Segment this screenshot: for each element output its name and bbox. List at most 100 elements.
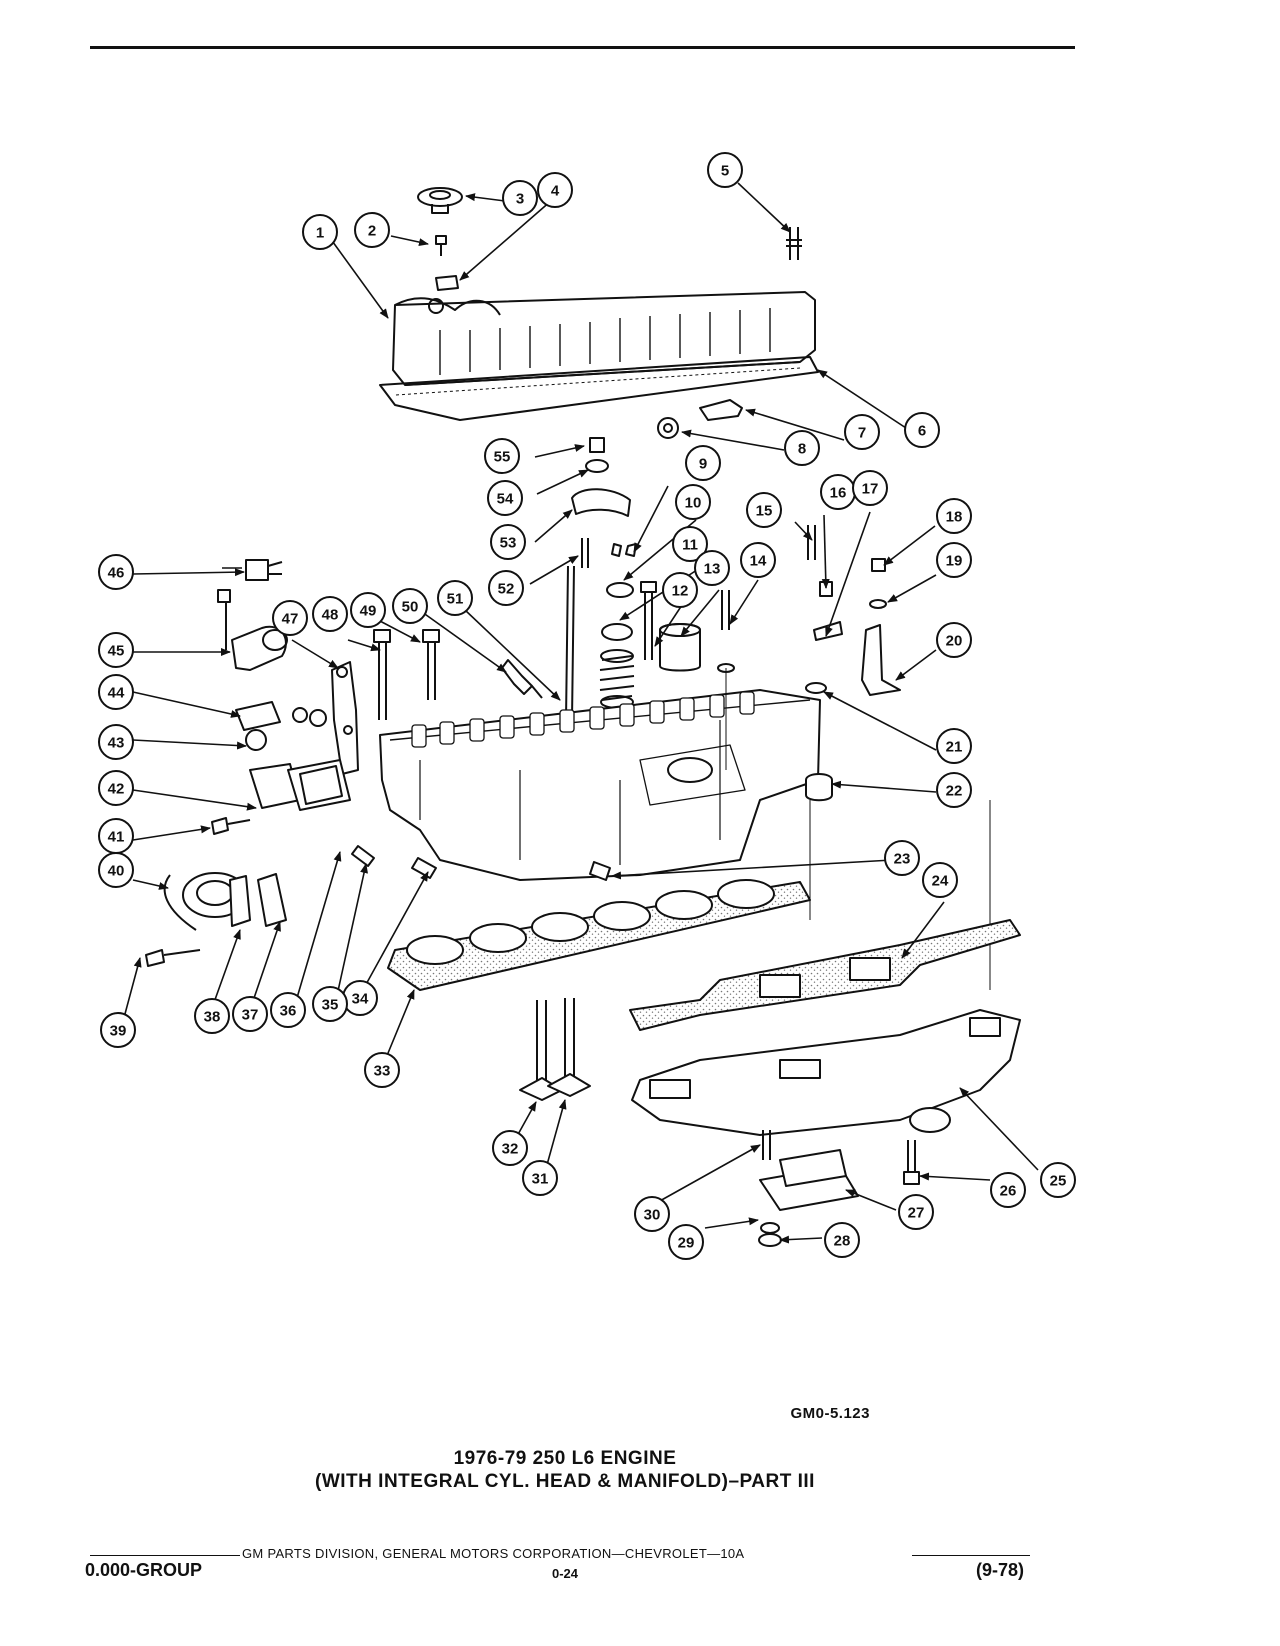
top-rule [90, 46, 1075, 49]
callout-number: 10 [685, 495, 702, 512]
figure-title: 1976-79 250 L6 ENGINE (WITH INTEGRAL CYL… [0, 1447, 1130, 1493]
callout-circle [746, 492, 782, 528]
callout-number: 38 [204, 1009, 221, 1026]
callout-number: 12 [672, 583, 689, 600]
callout-16: 16 [820, 474, 856, 510]
callout-number: 23 [894, 851, 911, 868]
vacuum-switch-46 [245, 559, 283, 581]
callout-14: 14 [740, 542, 776, 578]
callout-number: 7 [858, 425, 866, 442]
callout-45: 45 [98, 632, 134, 668]
callout-number: 36 [280, 1003, 297, 1020]
callout-number: 17 [862, 481, 879, 498]
callout-11: 11 [672, 526, 708, 562]
callout-circle [98, 632, 134, 668]
callout-31: 31 [522, 1160, 558, 1196]
callout-number: 5 [721, 163, 729, 180]
callout-circle [740, 542, 776, 578]
figure-title-line2: (WITH INTEGRAL CYL. HEAD & MANIFOLD)–PAR… [315, 1471, 815, 1492]
callout-22: 22 [936, 772, 972, 808]
callout-number: 21 [946, 739, 963, 756]
callout-number: 37 [242, 1007, 259, 1024]
callout-number: 9 [699, 456, 707, 473]
grommet [657, 417, 679, 439]
footer-division: GM PARTS DIVISION, GENERAL MOTORS CORPOR… [242, 1546, 745, 1561]
callout-43: 43 [98, 724, 134, 760]
callout-circle [100, 1012, 136, 1048]
callout-circle [784, 430, 820, 466]
cylinder-head [379, 689, 821, 881]
callout-number: 13 [704, 561, 721, 578]
callout-46: 46 [98, 554, 134, 590]
callout-circle [936, 772, 972, 808]
callout-28: 28 [824, 1222, 860, 1258]
callout-54: 54 [487, 480, 523, 516]
callout-number: 49 [360, 603, 377, 620]
thermostat-housing-parts [211, 567, 351, 835]
callout-53: 53 [490, 524, 526, 560]
callout-33: 33 [364, 1052, 400, 1088]
callout-number: 41 [108, 829, 125, 846]
stud [786, 227, 802, 260]
callout-circle [392, 588, 428, 624]
spark-plug [501, 659, 543, 699]
callout-36: 36 [270, 992, 306, 1028]
callout-25: 25 [1040, 1162, 1076, 1198]
footer-rule-left [90, 1555, 240, 1556]
callout-34: 34 [342, 980, 378, 1016]
callout-number: 52 [498, 581, 515, 598]
callout-circle [936, 498, 972, 534]
callout-number: 43 [108, 735, 125, 752]
callout-number: 46 [108, 565, 125, 582]
callout-52: 52 [488, 570, 524, 606]
callout-23: 23 [884, 840, 920, 876]
callout-circle [898, 1194, 934, 1230]
callout-number: 39 [110, 1023, 127, 1040]
callout-circle [302, 214, 338, 250]
callout-number: 55 [494, 449, 511, 466]
cover-reinforcement [435, 275, 459, 291]
callout-circle [662, 572, 698, 608]
callout-number: 50 [402, 599, 419, 616]
callout-number: 18 [946, 509, 963, 526]
callout-number: 24 [932, 873, 949, 890]
callout-circle [936, 542, 972, 578]
callout-number: 25 [1050, 1173, 1067, 1190]
callout-circle [936, 622, 972, 658]
callout-circle [98, 554, 134, 590]
callout-circle [312, 596, 348, 632]
figure-code: GM0-5.123 [790, 1405, 870, 1422]
callout-42: 42 [98, 770, 134, 806]
callout-20: 20 [936, 622, 972, 658]
callout-circle [272, 600, 308, 636]
callout-number: 42 [108, 781, 125, 798]
callout-number: 45 [108, 643, 125, 660]
callout-7: 7 [844, 414, 880, 450]
callout-1: 1 [302, 214, 338, 250]
clip [699, 399, 743, 421]
callout-circle [1040, 1162, 1076, 1198]
stud-15-assembly [805, 525, 991, 990]
callout-circle [904, 412, 940, 448]
callout-circle [672, 526, 708, 562]
callout-circle [232, 996, 268, 1032]
callout-35: 35 [312, 986, 348, 1022]
pushrod [565, 565, 575, 721]
callout-9: 9 [685, 445, 721, 481]
callout-12: 12 [662, 572, 698, 608]
callout-13: 13 [694, 550, 730, 586]
cover-screw [435, 235, 447, 256]
callout-circle [502, 180, 538, 216]
footer-date: (9-78) [976, 1560, 1025, 1580]
callout-number: 47 [282, 611, 299, 628]
callout-51: 51 [437, 580, 473, 616]
manifold-gasket [629, 919, 1021, 1031]
callout-39: 39 [100, 1012, 136, 1048]
callout-number: 15 [756, 503, 773, 520]
callout-number: 40 [108, 863, 125, 880]
callout-number: 31 [532, 1171, 549, 1188]
callout-circle [98, 674, 134, 710]
callout-44: 44 [98, 674, 134, 710]
egr-valve-parts [145, 872, 287, 967]
callout-number: 54 [497, 491, 514, 508]
